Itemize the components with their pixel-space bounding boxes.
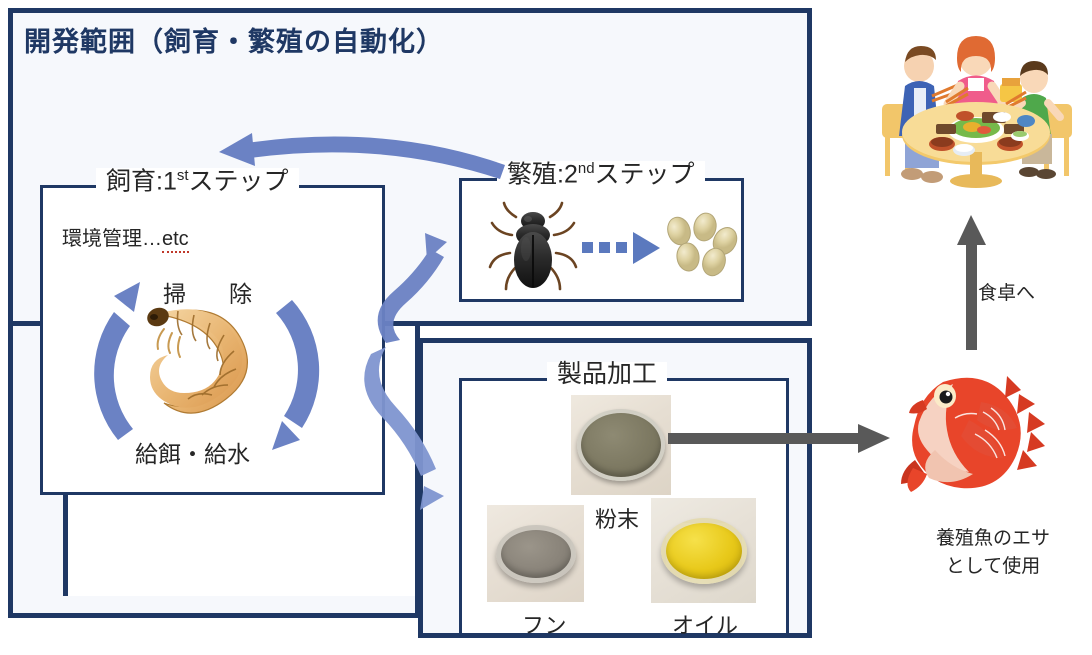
breeding-step-title-superscript: nd (577, 160, 595, 177)
frass-dish-icon (495, 524, 576, 583)
powder-photo (571, 395, 671, 495)
to-dining-table-label: 食卓へ (978, 283, 1036, 304)
fish-usage-caption: 養殖魚のエサ として使用 (908, 525, 1078, 580)
breeding-step-title: 繁殖:2ndステップ (497, 160, 705, 189)
frass-caption: フン (522, 613, 567, 638)
rearing-step-title-superscript: st (176, 167, 189, 184)
frass-photo (487, 505, 584, 602)
oil-photo (651, 498, 756, 603)
environment-management-label: 環境管理…etc (62, 222, 189, 253)
development-scope-frame-bottom-extension (8, 596, 420, 618)
feeding-watering-label: 給餌・給水 (135, 441, 250, 467)
oil-dish-icon (660, 517, 747, 584)
farmed-fish-illustration (895, 360, 1045, 495)
fish-usage-caption-line2: として使用 (945, 555, 1041, 577)
breeding-step-title-tail: ステップ (594, 160, 695, 189)
etc-spellcheck-text: etc (162, 228, 189, 253)
environment-management-text: 環境管理… (62, 228, 162, 250)
rearing-step-title-main: 飼育:1 (106, 167, 177, 196)
cleaning-label: 掃 除 (163, 281, 262, 307)
breeding-step-box (459, 178, 744, 302)
product-processing-title: 製品加工 (547, 362, 668, 387)
page-title: 開発範囲（飼育・繁殖の自動化） (24, 27, 444, 57)
fish-usage-caption-line1: 養殖魚のエサ (935, 528, 1050, 549)
powder-dish-icon (577, 409, 665, 481)
rearing-step-title-tail: ステップ (188, 167, 289, 196)
breeding-step-title-main: 繁殖:2 (507, 160, 578, 189)
oil-caption: オイル (672, 613, 739, 638)
family-dining-illustration (872, 26, 1080, 196)
powder-caption: 粉末 (595, 507, 640, 532)
rearing-step-title: 飼育:1stステップ (96, 167, 299, 196)
